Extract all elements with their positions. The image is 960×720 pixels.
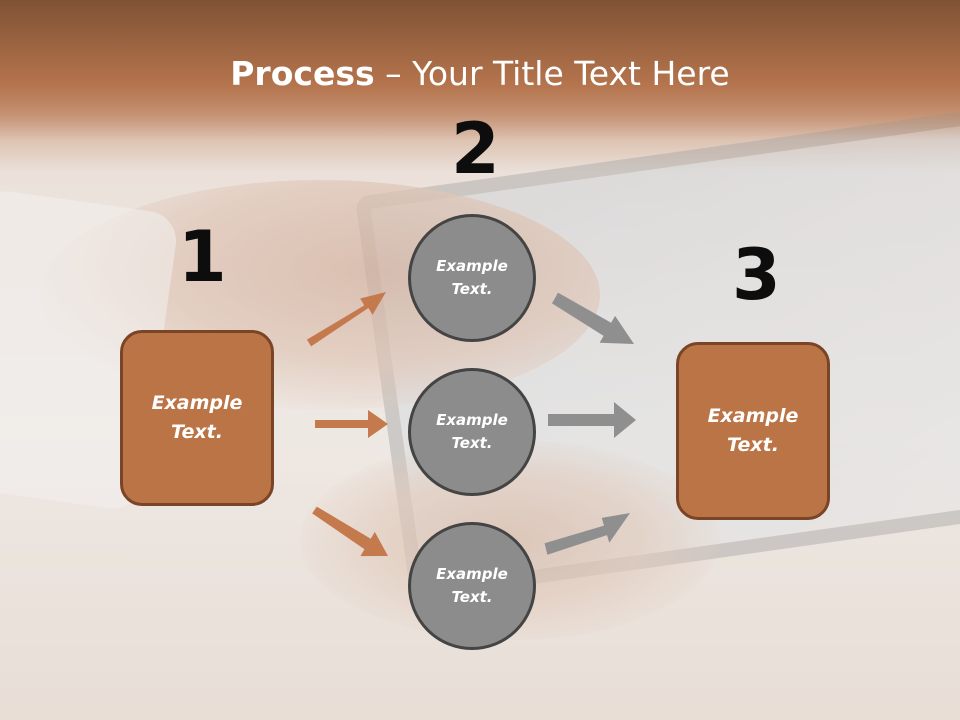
arrow-1-to-2-top bbox=[306, 292, 386, 347]
step-2-circle-middle: Example Text. bbox=[408, 368, 536, 496]
title-rest: – Your Title Text Here bbox=[374, 54, 730, 93]
orange-arrows bbox=[306, 292, 388, 557]
arrow-2-to-3-bottom bbox=[544, 513, 630, 555]
step-2-text-middle: Example Text. bbox=[436, 411, 508, 452]
gray-arrows bbox=[544, 292, 636, 555]
title-band bbox=[0, 0, 960, 140]
step-number-1: 1 bbox=[178, 216, 227, 298]
slide-title: Process – Your Title Text Here bbox=[0, 52, 960, 96]
title-bold: Process bbox=[230, 54, 375, 93]
step-2-circle-top: Example Text. bbox=[408, 214, 536, 342]
step-1-text: Example Text. bbox=[151, 392, 243, 443]
step-2-text-top: Example Text. bbox=[436, 257, 508, 298]
step-3-text: Example Text. bbox=[707, 405, 799, 456]
step-number-3: 3 bbox=[732, 234, 781, 316]
step-1-box: Example Text. bbox=[120, 330, 274, 506]
arrow-1-to-2-bottom bbox=[312, 506, 388, 557]
step-3-box: Example Text. bbox=[676, 342, 830, 520]
arrow-2-to-3-middle bbox=[548, 402, 636, 438]
arrow-2-to-3-top bbox=[552, 292, 634, 344]
step-number-2: 2 bbox=[451, 108, 500, 190]
step-2-text-bottom: Example Text. bbox=[436, 565, 508, 606]
arrow-1-to-2-middle bbox=[315, 410, 388, 438]
step-2-circle-bottom: Example Text. bbox=[408, 522, 536, 650]
